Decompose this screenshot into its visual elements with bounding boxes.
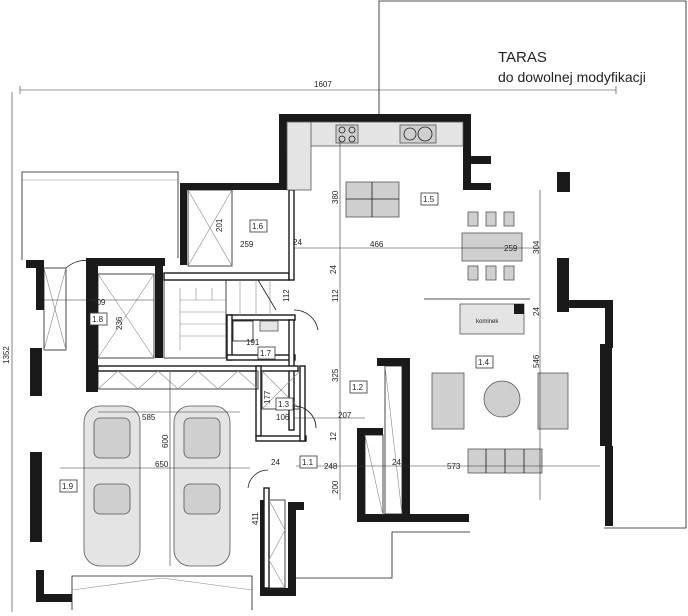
room-tag-1-1: 1.1 <box>299 455 318 469</box>
dim-411: 411 <box>251 512 260 525</box>
dim-207: 207 <box>338 411 352 420</box>
dim-112-b: 112 <box>282 289 291 302</box>
svg-text:1.3: 1.3 <box>278 400 290 409</box>
dim-24-c: 24 <box>532 307 541 316</box>
room-tag-1-6: 1.6 <box>249 219 268 233</box>
dim-106: 106 <box>276 413 290 422</box>
svg-text:1.7: 1.7 <box>260 349 272 358</box>
svg-text:1.6: 1.6 <box>252 222 264 231</box>
terrace-outline <box>378 0 687 529</box>
carport-outline <box>21 171 179 260</box>
terrace-subtitle: do dowolnej modyfikacji <box>498 69 646 85</box>
dimension-lines <box>44 140 600 566</box>
bathroom <box>232 320 279 342</box>
dim-466: 466 <box>370 240 384 249</box>
dim-309: 309 <box>92 298 106 307</box>
dim-24-e: 24 <box>392 458 401 467</box>
dim-112-a: 112 <box>331 289 340 302</box>
dining-table <box>461 211 523 281</box>
kitchen <box>286 121 464 218</box>
dim-573: 573 <box>447 462 461 471</box>
svg-text:1.2: 1.2 <box>352 383 364 392</box>
laundry-room <box>43 267 67 351</box>
door-swings <box>65 259 319 489</box>
dim-380: 380 <box>331 190 340 204</box>
room-tag-1-2: 1.2 <box>349 380 368 394</box>
dim-650: 650 <box>155 460 169 469</box>
svg-text:1.1: 1.1 <box>302 458 314 467</box>
dim-1352: 1352 <box>2 346 11 364</box>
svg-text:1.8: 1.8 <box>92 315 104 324</box>
dim-200: 200 <box>331 480 340 494</box>
dim-325: 325 <box>331 368 340 382</box>
dim-1607: 1607 <box>314 80 332 89</box>
dim-304: 304 <box>532 240 541 254</box>
cars <box>83 405 231 567</box>
dim-600: 600 <box>161 434 170 448</box>
dim-191: 191 <box>246 338 260 347</box>
dim-546: 546 <box>532 354 541 368</box>
svg-text:1.9: 1.9 <box>62 482 74 491</box>
room-tag-1-9: 1.9 <box>59 479 78 493</box>
dim-585: 585 <box>142 413 156 422</box>
room-tag-1-5: 1.5 <box>420 192 439 206</box>
dim-24-b: 24 <box>329 265 338 274</box>
staircase <box>163 279 277 359</box>
dim-201: 201 <box>215 218 224 232</box>
dim-259-a: 259 <box>240 240 254 249</box>
dim-12: 12 <box>329 432 338 441</box>
wardrobes <box>97 189 403 589</box>
dim-236: 236 <box>115 316 124 330</box>
svg-text:1.5: 1.5 <box>423 195 435 204</box>
room-tag-1-8: 1.8 <box>89 312 108 326</box>
dim-248: 248 <box>324 462 338 471</box>
living-room-furniture <box>431 372 569 474</box>
room-tag-1-4: 1.4 <box>475 355 494 369</box>
room-tag-1-3: 1.3 <box>275 397 294 411</box>
fireplace-label: kominek <box>476 319 499 325</box>
svg-text:1.4: 1.4 <box>478 358 490 367</box>
driveway <box>71 531 470 610</box>
dimension-labels: 309 236 201 259 24 380 466 259 304 24 11… <box>92 190 541 525</box>
room-tag-1-7: 1.7 <box>257 346 276 360</box>
dim-259-b: 259 <box>504 244 518 253</box>
overall-dimensions: 1607 1352 <box>2 80 617 612</box>
dim-177: 177 <box>263 390 272 404</box>
fireplace: kominek <box>424 298 530 335</box>
dim-24-a: 24 <box>293 238 302 247</box>
dim-24-d: 24 <box>271 458 280 467</box>
terrace-title: TARAS <box>498 49 547 66</box>
